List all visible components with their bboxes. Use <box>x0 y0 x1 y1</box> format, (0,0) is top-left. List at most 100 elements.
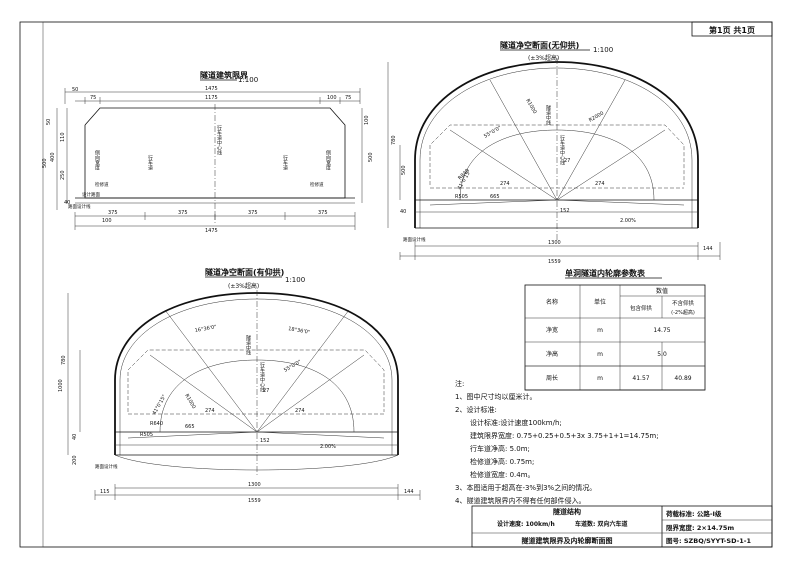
clr-dim-l2: 250 <box>60 170 66 180</box>
na-label-0: 隧道中线 <box>545 104 551 125</box>
clr-label-0: 设计路面 <box>82 191 100 198</box>
clearance-diagram: 隧道建筑限界 1:100 50 75 1175 100 75 1475 50 1… <box>42 70 374 234</box>
na-dim-15: 55°0'0" <box>483 125 502 140</box>
wa-dim-0: 780 <box>61 355 67 365</box>
clr-dim-t1: 75 <box>90 95 96 101</box>
wa-dim-7: 1559 <box>248 498 261 504</box>
no-arch-sub: (±3%超高) <box>528 54 559 62</box>
wa-dim-5: 1300 <box>248 482 261 488</box>
clr-label-1: 检修道 <box>95 181 109 188</box>
na-label-2: 路面设计线 <box>403 236 426 243</box>
clr-dim-l4: 40 <box>64 200 70 206</box>
tb-width: 限界宽度: 2×14.75m <box>666 523 734 532</box>
tb-speed: 设计速度: 100km/h <box>497 520 555 528</box>
clr-lane-0: 侧向宽度 <box>94 149 100 171</box>
na-dim-5: 1559 <box>548 259 561 265</box>
notes-heading: 注: <box>455 379 464 388</box>
with-arch-title: 隧道净空断面(有仰拱) <box>205 267 284 277</box>
clr-lane-2: 行车道中心线 <box>216 124 222 155</box>
clr-dim-l1: 110 <box>60 132 66 142</box>
row0-value: 14.75 <box>653 327 670 334</box>
na-dim-3: 1300 <box>548 240 561 246</box>
wa-dim-19: 41°0'15" <box>152 394 168 416</box>
tb-project: 隧道结构 <box>553 507 581 516</box>
na-dim-0: 780 <box>391 135 397 145</box>
clr-dim-t4: 75 <box>345 95 351 101</box>
note-2: 设计标准:设计速度100km/h; <box>470 418 562 427</box>
na-dim-4: 144 <box>703 246 713 252</box>
with-arch-section: 隧道净空断面(有仰拱) 1:100 (±3%超高) 780 1000 40 20… <box>58 267 421 504</box>
clearance-scale: 1:100 <box>238 76 258 84</box>
title-block: 隧道结构 设计速度: 100km/h 车道数: 双向六车道 隧道建筑限界及内轮廓… <box>471 505 773 548</box>
clr-dim-b4: 375 <box>318 210 328 216</box>
row2-without: 40.89 <box>674 375 691 382</box>
wa-label-0: 隧道中线 <box>245 334 251 355</box>
tb-title: 隧道建筑限界及内轮廓断面图 <box>522 536 613 545</box>
note-3: 建筑限界宽度: 0.75+0.25+0.5+3x 3.75+1+1=14.75m… <box>470 431 659 440</box>
note-8: 4、隧道建筑限界内不得有任何部件侵入。 <box>455 496 585 505</box>
clr-lane-3: 行车道 <box>282 154 288 171</box>
tb-standard: 荷载标准: 公路-I级 <box>665 509 722 518</box>
na-dim-6: 274 <box>500 181 510 187</box>
row2-unit: m <box>597 375 603 382</box>
page-info: 第1页 共1页 <box>709 25 755 35</box>
wa-dim-10: 665 <box>185 424 195 430</box>
params-table-row-area <box>524 365 706 391</box>
clr-dim-l0: 50 <box>46 119 52 125</box>
no-arch-title: 隧道净空断面(无仰拱) <box>500 40 579 50</box>
th-unit: 单位 <box>594 298 606 306</box>
wa-dim-18: 55°0'0" <box>283 359 302 374</box>
wa-dim-9: 274 <box>295 408 305 414</box>
clr-dim-t2: 1175 <box>205 95 218 101</box>
wa-dim-16: 16°36'0" <box>194 324 217 334</box>
na-dim-1: 500 <box>401 165 407 175</box>
wa-dim-4: 115 <box>100 489 110 495</box>
tb-drawing-no: 图号: SZBQ/SYYT-SD-1-1 <box>666 536 751 545</box>
clr-dim-r1: 500 <box>368 152 374 162</box>
row0-name: 净宽 <box>546 326 558 334</box>
clr-dim-b1: 375 <box>108 210 118 216</box>
na-label-1: 行车道中心线 <box>559 134 565 165</box>
wa-label-2: 路面设计线 <box>95 463 118 470</box>
note-7: 3、本图适用于超高在-3%到3%之间的情况。 <box>455 483 596 492</box>
clearance-title: 隧道建筑限界 <box>200 70 249 80</box>
row1-name: 净高 <box>546 350 558 358</box>
with-arch-sub: (±3%超高) <box>228 282 259 290</box>
row1-unit: m <box>597 351 603 358</box>
row2-name: 周长 <box>546 374 558 382</box>
table-title: 单洞隧道内轮廓参数表 <box>565 268 646 278</box>
th-without: 不含仰拱 <box>672 299 695 307</box>
wa-dim-6: 144 <box>404 489 414 495</box>
na-dim-8: 665 <box>490 194 500 200</box>
with-arch-scale: 1:100 <box>285 276 305 284</box>
wa-dim-15: R505 <box>140 432 153 438</box>
row0-unit: m <box>597 327 603 334</box>
clr-dim-l5: 500 <box>42 158 48 168</box>
clr-lane-4: 侧向宽度 <box>325 149 331 171</box>
note-6: 检修道宽度: 0.4m。 <box>470 470 535 479</box>
na-dim-7: 274 <box>595 181 605 187</box>
wa-dim-17: 18°36'0" <box>288 326 311 336</box>
wa-dim-13: R640 <box>150 421 163 427</box>
th-with: 包含仰拱 <box>630 304 653 312</box>
note-0: 1、图中尺寸均以厘米计。 <box>455 392 536 401</box>
no-arch-scale: 1:100 <box>593 46 613 54</box>
na-dim-12: R505 <box>455 194 468 200</box>
wa-dim-12: 27 <box>263 388 269 394</box>
clr-dim-b3: 375 <box>248 210 258 216</box>
wa-dim-14: R1000 <box>183 393 196 410</box>
wa-label-1: 行车道中心线 <box>259 361 265 392</box>
clr-dim-b0: 100 <box>102 218 112 224</box>
clr-dim-l3: 400 <box>50 152 56 162</box>
tb-lanes: 车道数: 双向六车道 <box>575 520 628 528</box>
wa-dim-11: 152 <box>260 438 270 444</box>
params-table: 单洞隧道内轮廓参数表 名称 单位 数值 包含仰拱 不含仰拱 (-2%超高) 净宽… <box>524 268 706 391</box>
th-without-note: (-2%超高) <box>671 309 695 316</box>
clr-label-3: 路面设计线 <box>68 203 91 210</box>
na-dim-13: R1000 <box>524 98 537 115</box>
clr-dim-t0: 50 <box>72 87 78 93</box>
na-dim-2: 40 <box>400 209 406 215</box>
wa-dim-1: 1000 <box>58 379 64 392</box>
na-dim-14: R2000 <box>588 110 605 123</box>
